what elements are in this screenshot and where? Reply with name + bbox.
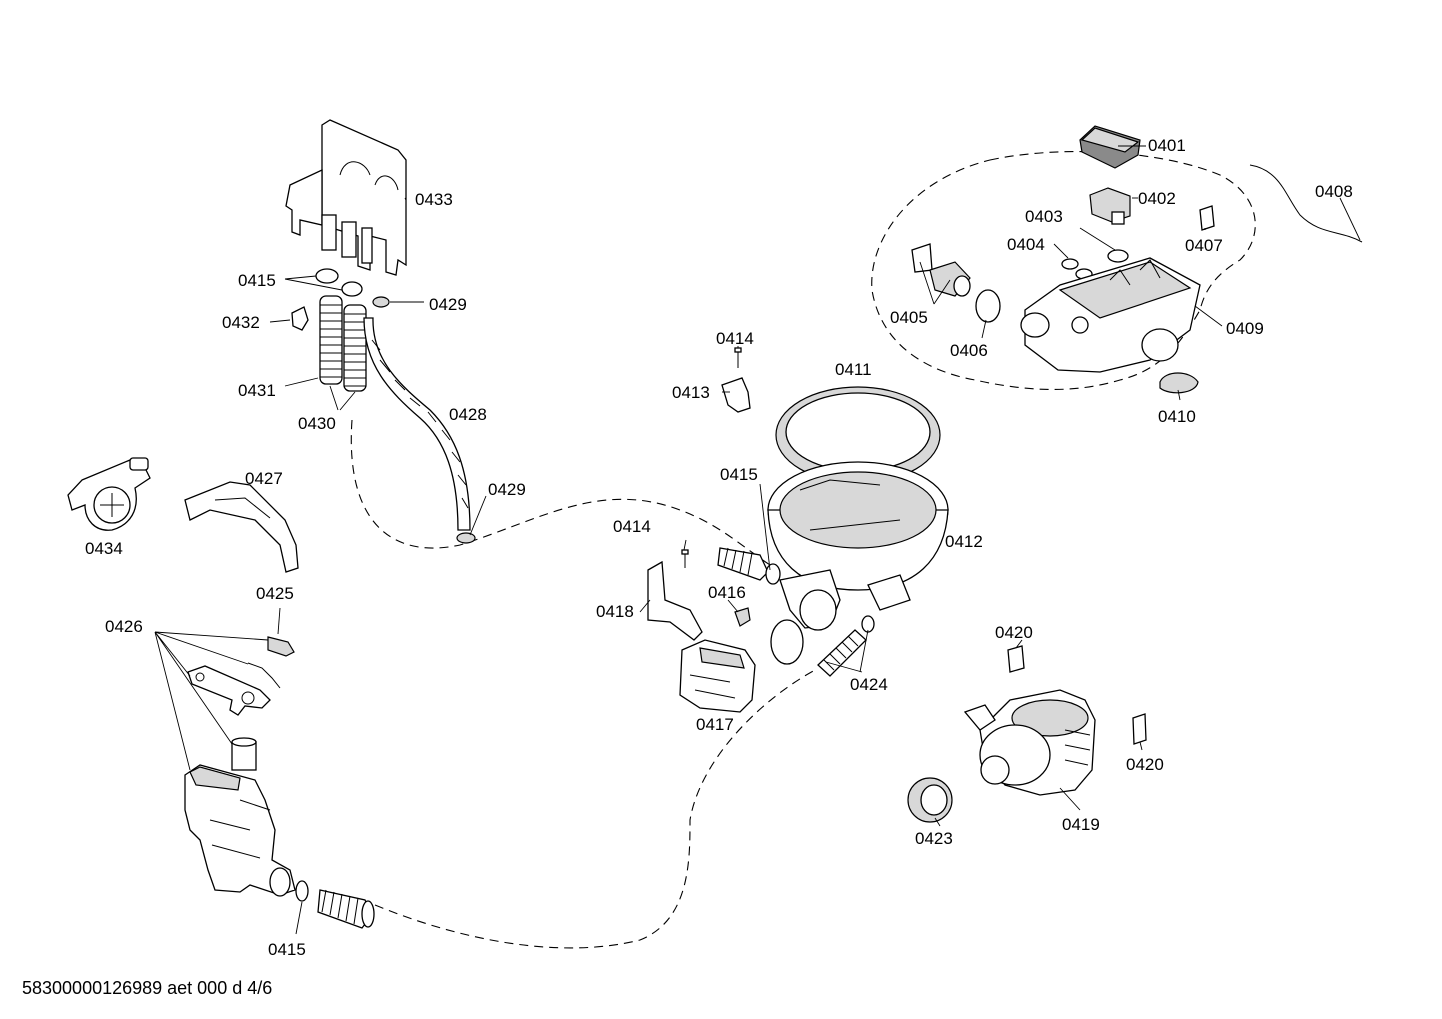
label-0411: 0411 — [835, 360, 872, 379]
part-0427-cover-detail — [214, 497, 271, 519]
part-0429-clamp-top — [372, 296, 390, 308]
label-0414-mid: 0414 — [613, 517, 651, 536]
part-0404-ring-a — [1061, 258, 1079, 270]
label-0408: 0408 — [1315, 182, 1353, 201]
part-0426-cylinder — [231, 737, 257, 771]
label-0427: 0427 — [245, 469, 283, 488]
part-0414-screw-mid — [681, 549, 689, 568]
label-0410: 0410 — [1158, 407, 1196, 426]
part-0406-ring — [975, 289, 1001, 323]
part-0434-drain-pump — [67, 457, 151, 531]
hose-route-dashed-left — [350, 419, 771, 566]
part-0420-bracket-top — [1007, 645, 1025, 673]
part-0409-heater-assembly — [1020, 257, 1201, 373]
part-0415-ring-bottom — [295, 880, 309, 902]
label-0403: 0403 — [1025, 207, 1063, 226]
label-0433: 0433 — [415, 190, 453, 209]
part-0411-seal-ring — [775, 386, 941, 484]
part-0426-lever — [187, 665, 271, 716]
label-0401: 0401 — [1148, 136, 1186, 155]
part-0408-wire — [1249, 164, 1363, 243]
label-0405: 0405 — [890, 308, 928, 327]
part-0415-ring-a — [315, 268, 339, 284]
label-0404: 0404 — [1007, 235, 1045, 254]
part-0414-screw-top — [734, 347, 742, 368]
part-0415-bottom-hose — [317, 889, 375, 929]
part-0427-cover — [184, 481, 299, 573]
part-0424-hose — [817, 629, 867, 677]
label-0402: 0402 — [1138, 189, 1176, 208]
part-0424-ring — [770, 619, 804, 665]
label-0429-bottom: 0429 — [488, 480, 526, 499]
label-0409: 0409 — [1226, 319, 1264, 338]
label-0417: 0417 — [696, 715, 734, 734]
label-0429-top: 0429 — [429, 295, 467, 314]
part-0419-circulation-pump — [963, 689, 1096, 796]
label-0434: 0434 — [85, 539, 123, 558]
part-0402-sensor — [1089, 187, 1131, 225]
label-0428: 0428 — [449, 405, 487, 424]
part-0423-grommet — [907, 777, 953, 823]
hose-route-dashed-bottom — [374, 669, 816, 949]
part-0415-sump-hose — [717, 547, 769, 581]
part-0428-hose — [363, 317, 471, 531]
leader-lines — [154, 145, 1361, 935]
part-0412-sump — [767, 461, 949, 631]
label-0415-bottom: 0415 — [268, 940, 306, 959]
part-0417-valve — [679, 639, 756, 713]
label-0430: 0430 — [298, 414, 336, 433]
part-0410-clamp — [1159, 372, 1199, 394]
part-0432-clip — [291, 306, 309, 331]
part-0416-clip — [734, 607, 751, 627]
label-0419: 0419 — [1062, 815, 1100, 834]
label-0413: 0413 — [672, 383, 710, 402]
part-0426-valve-body — [184, 764, 296, 897]
label-0420-top: 0420 — [995, 623, 1033, 642]
part-0415-ring-b — [341, 281, 363, 297]
part-0403-ring — [1107, 249, 1129, 263]
part-0418-bracket — [647, 560, 703, 641]
part-0426-spring — [247, 662, 281, 689]
part-0424-small-ring — [861, 615, 875, 633]
part-0431-hose — [319, 295, 343, 385]
part-0425-clip — [267, 636, 295, 657]
label-0416: 0416 — [708, 583, 746, 602]
part-0407-clip — [1199, 205, 1215, 231]
part-0420-bracket-right — [1132, 713, 1147, 745]
part-0415-ring-sump — [765, 563, 781, 585]
label-0407: 0407 — [1185, 236, 1223, 255]
label-0432: 0432 — [222, 313, 260, 332]
label-0431: 0431 — [238, 381, 276, 400]
label-0415-top: 0415 — [238, 271, 276, 290]
part-0413-bracket — [721, 377, 751, 413]
part-0433-cover — [285, 119, 407, 276]
label-0406: 0406 — [950, 341, 988, 360]
label-0415-sump: 0415 — [720, 465, 758, 484]
document-reference: 58300000126989 aet 000 d 4/6 — [22, 978, 273, 998]
label-0412: 0412 — [945, 532, 983, 551]
heater-group-dashed-outline — [871, 151, 1256, 391]
label-0425: 0425 — [256, 584, 294, 603]
label-0424: 0424 — [850, 675, 888, 694]
label-0423: 0423 — [915, 829, 953, 848]
part-0429-clamp-bottom — [456, 532, 476, 544]
label-0418: 0418 — [596, 602, 634, 621]
label-0420-right: 0420 — [1126, 755, 1164, 774]
label-0414-top: 0414 — [716, 329, 754, 348]
label-0426: 0426 — [105, 617, 143, 636]
part-0430-hose — [343, 304, 367, 392]
part-0405-sensor — [911, 243, 971, 297]
